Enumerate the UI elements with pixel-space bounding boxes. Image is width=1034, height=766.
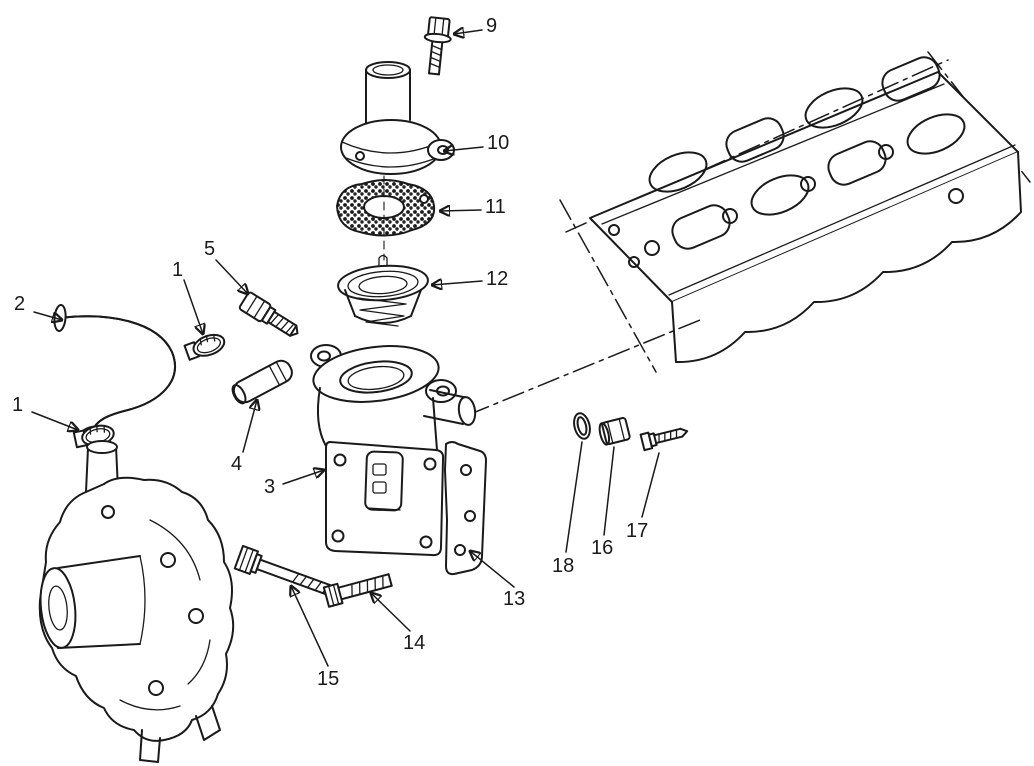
callout-5: 5 [204,238,216,260]
hose-clamp-part-1a [183,333,226,361]
callout-leader-lines [31,30,660,667]
callout-4: 4 [231,453,243,475]
bolt-part-14 [322,573,393,608]
hose-part-2 [53,304,176,441]
sensor-part-5 [238,291,299,337]
plug-part-16 [598,417,631,446]
assembly-centerline [467,319,701,416]
callout-11: 11 [485,196,506,218]
thermostat-housing-part-3 [310,344,477,557]
bolt-part-15 [233,544,339,599]
callout-1a: 1 [172,259,184,281]
callout-16: 16 [591,537,614,559]
callout-2: 2 [14,293,26,315]
water-pump-drawing [38,440,235,763]
callout-18: 18 [552,555,575,577]
callout-12: 12 [486,268,509,290]
callout-14: 14 [403,632,426,654]
callout-3: 3 [264,476,276,498]
oring-part-18 [573,412,591,440]
fitting-part-17 [639,427,689,452]
callout-1b: 1 [12,394,24,416]
callout-9: 9 [486,15,498,37]
gasket-part-13 [444,441,487,576]
engine-block-drawing [559,51,1031,373]
hose-fitting-part-4 [231,359,293,405]
thermostat-cover-part-10 [340,61,455,175]
callout-10: 10 [487,132,510,154]
gasket-part-11 [336,179,436,237]
callout-15: 15 [317,668,340,690]
bolt-part-9 [423,16,452,76]
thermostat-part-12 [337,254,429,327]
callout-13: 13 [503,588,526,610]
callout-17: 17 [626,520,649,542]
